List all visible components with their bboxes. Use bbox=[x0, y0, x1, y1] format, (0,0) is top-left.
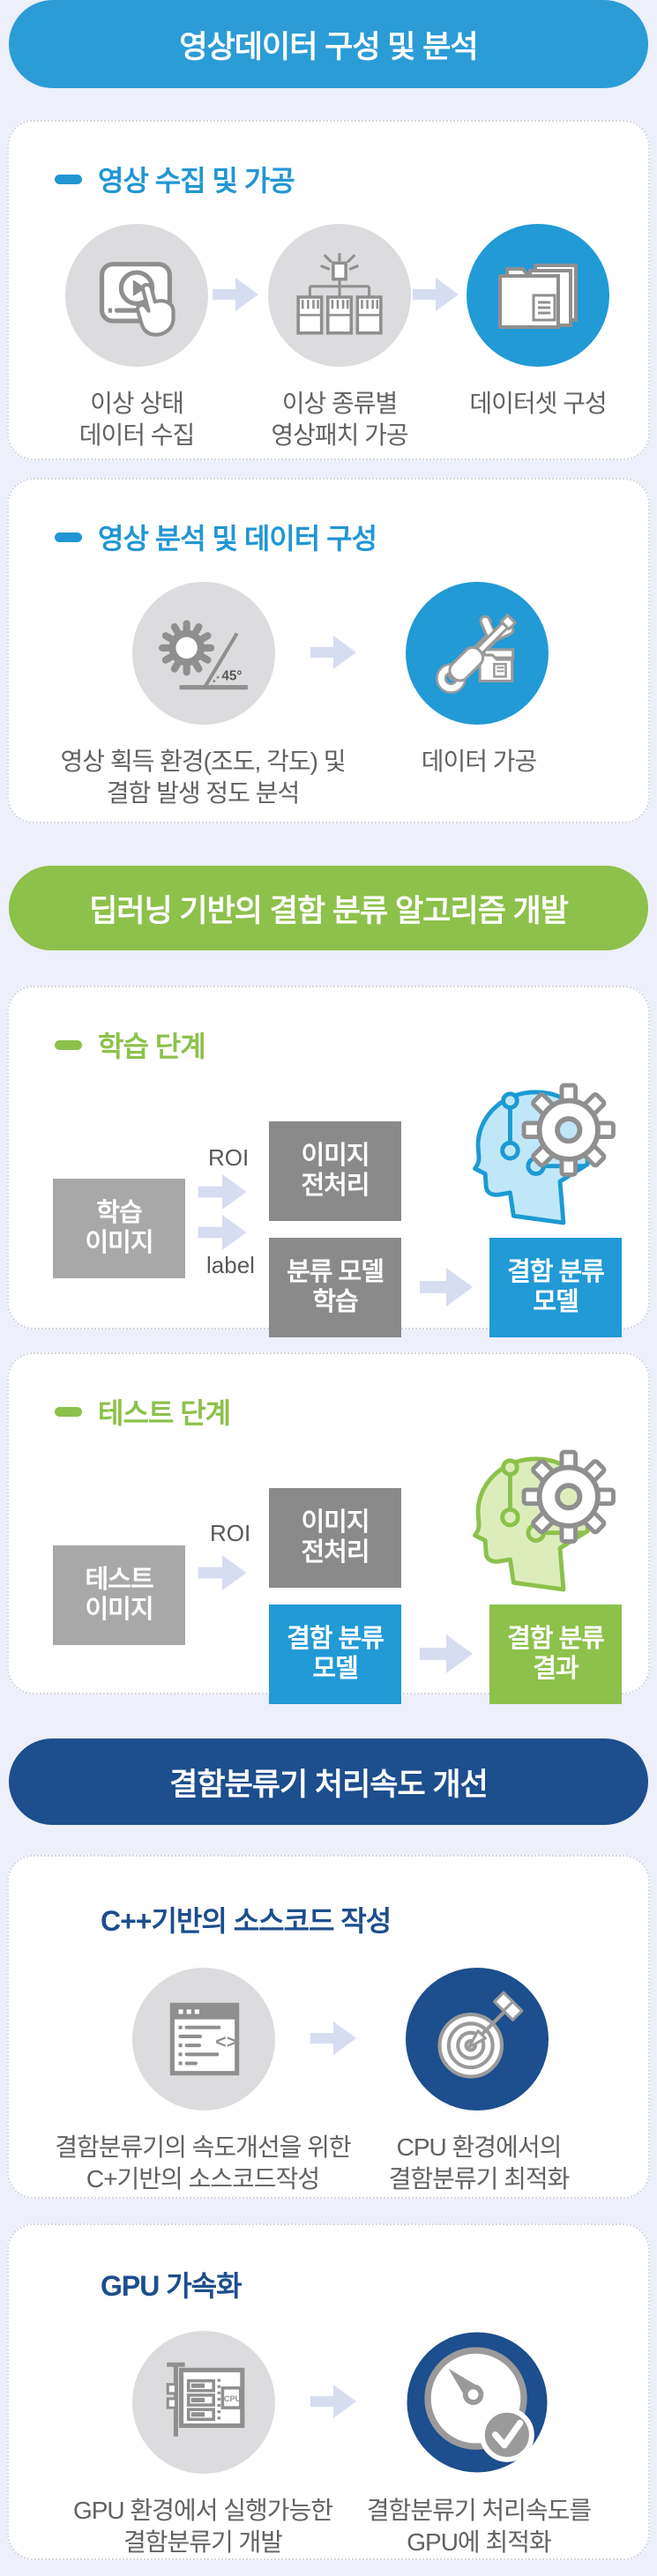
input-image-box: 학습 이미지 bbox=[53, 1179, 185, 1278]
dash-bullet-icon bbox=[55, 1039, 82, 1050]
ai-head-blue-icon bbox=[473, 1083, 616, 1225]
step-label: 이상 종류별 영상패치 가공 bbox=[271, 390, 408, 449]
train-box: 분류 모델 학습 bbox=[269, 1238, 401, 1337]
section3-header-label: 결함분류기 처리속도 개선 bbox=[169, 1767, 489, 1802]
card-title: 영상 수집 및 가공 bbox=[98, 165, 295, 197]
model-box: 결함 분류 모델 bbox=[489, 1238, 622, 1337]
card-title-row: 영상 수집 및 가공 bbox=[9, 122, 648, 199]
step-label: CPU 환경에서의 결함분류기 최적화 bbox=[388, 2133, 571, 2193]
steps-row: <> 결함분류기의 속도개선을 위한 C+기반의 소스코드작성 bbox=[9, 1968, 648, 2206]
arrow-right-icon bbox=[310, 636, 356, 669]
roi-label: ROI bbox=[208, 1144, 250, 1171]
gear-icon bbox=[521, 1083, 616, 1177]
video-touch-icon bbox=[65, 224, 208, 367]
card-gpu-acceleration: GPU 가속화 CPU bbox=[7, 2223, 650, 2560]
card-title: 영상 분석 및 데이터 구성 bbox=[98, 523, 377, 555]
arrow-right-icon bbox=[413, 278, 459, 311]
input-image-box: 테스트 이미지 bbox=[53, 1545, 185, 1645]
dataset-folder-icon bbox=[467, 224, 609, 367]
card-title-row: GPU 가속화 bbox=[9, 2225, 648, 2304]
gpu-card-icon-svg: CPU bbox=[166, 2362, 245, 2437]
card-title-row: C++기반의 소스코드 작성 bbox=[9, 1857, 648, 1939]
step-label: 영상 획득 환경(조도, 각도) 및 결함 발생 정도 분석 bbox=[60, 748, 347, 807]
patch-split-icon-svg bbox=[296, 253, 383, 335]
card-title: 학습 단계 bbox=[98, 1031, 206, 1062]
code-window-icon-svg: <> bbox=[169, 2002, 240, 2076]
patch-split-icon bbox=[268, 224, 411, 367]
card-title: 테스트 단계 bbox=[98, 1397, 231, 1429]
arrow-right-icon bbox=[310, 2021, 356, 2055]
card-test-stage: 테스트 단계 테스트 이미지 ROI 이미지 전처리 결함 분류 모델 결함 분… bbox=[7, 1352, 650, 1704]
card-title-row: 테스트 단계 bbox=[9, 1354, 648, 1432]
preprocess-box: 이미지 전처리 bbox=[269, 1488, 401, 1588]
cpu-chip-label: CPU bbox=[224, 2394, 242, 2403]
steps-row: CPU GPU 환경에서 실행가능한 결함분류기 개발 결함분류기 처리속도를 … bbox=[9, 2331, 648, 2569]
speed-check-icon-svg bbox=[407, 2332, 548, 2473]
ai-head-green-icon bbox=[473, 1449, 616, 1592]
step-label: 결함분류기 처리속도를 GPU에 최적화 bbox=[366, 2497, 592, 2556]
tools-icon-svg bbox=[436, 614, 517, 694]
steps-row: 45° bbox=[9, 582, 648, 820]
section3-header-pill: 결함분류기 처리속도 개선 bbox=[9, 1738, 648, 1825]
section1-header-label: 영상데이터 구성 및 분석 bbox=[179, 29, 478, 64]
card-video-collection: 영상 수집 및 가공 bbox=[7, 120, 650, 460]
section2-header-label: 딥러닝 기반의 결함 분류 알고리즘 개발 bbox=[89, 893, 569, 928]
code-brackets-glyph: <> bbox=[215, 2031, 237, 2052]
preprocess-box: 이미지 전처리 bbox=[269, 1121, 401, 1221]
card-video-analysis: 영상 분석 및 데이터 구성 45° bbox=[7, 478, 650, 823]
arrow-right-icon bbox=[198, 1174, 247, 1210]
speed-check-icon bbox=[406, 2331, 549, 2474]
card-title-row: 영상 분석 및 데이터 구성 bbox=[9, 480, 648, 557]
section1-header-pill: 영상데이터 구성 및 분석 bbox=[9, 0, 648, 88]
gpu-card-icon: CPU bbox=[132, 2331, 275, 2474]
card-title: C++기반의 소스코드 작성 bbox=[101, 1905, 392, 1937]
code-window-icon: <> bbox=[132, 1968, 275, 2111]
model-box: 결함 분류 모델 bbox=[269, 1604, 401, 1704]
angle-value: 45° bbox=[221, 669, 242, 684]
label-label: label bbox=[206, 1252, 255, 1278]
arrow-right-icon bbox=[198, 1215, 247, 1250]
card-cpp-source: C++기반의 소스코드 작성 <> bbox=[7, 1855, 650, 2199]
steps-row: 이상 상태 데이터 수집 이상 종류별 영상패치 가공 데이터셋 구성 bbox=[9, 224, 648, 462]
arrow-right-icon bbox=[213, 278, 258, 311]
dash-bullet-icon bbox=[55, 1406, 82, 1417]
arrow-right-icon bbox=[420, 1634, 473, 1673]
step-label: 이상 상태 데이터 수집 bbox=[78, 390, 196, 449]
sun-angle-icon: 45° bbox=[132, 582, 275, 725]
card-training-stage: 학습 단계 학습 이미지 ROI label 이미지 전처리 분류 모델 학습 … bbox=[7, 986, 650, 1337]
dash-bullet-icon bbox=[55, 532, 82, 542]
step-label: 데이터셋 구성 bbox=[469, 390, 607, 417]
target-icon-svg bbox=[437, 1991, 524, 2079]
sun-angle-icon-svg: 45° bbox=[159, 620, 248, 690]
step-label: 데이터 가공 bbox=[421, 748, 538, 775]
arrow-right-icon bbox=[198, 1555, 247, 1590]
test-flow-diagram: 테스트 이미지 ROI 이미지 전처리 결함 분류 모델 결함 분류 결과 bbox=[9, 1435, 648, 1710]
training-flow-diagram: 학습 이미지 ROI label 이미지 전처리 분류 모델 학습 결함 분류 … bbox=[9, 1068, 648, 1344]
tools-icon bbox=[406, 582, 549, 725]
roi-label: ROI bbox=[210, 1520, 251, 1546]
dataset-folder-icon-svg bbox=[498, 264, 578, 329]
result-box: 결함 분류 결과 bbox=[489, 1604, 622, 1704]
step-label: GPU 환경에서 실행가능한 결함분류기 개발 bbox=[72, 2497, 333, 2556]
step-label: 결함분류기의 속도개선을 위한 C+기반의 소스코드작성 bbox=[55, 2133, 351, 2193]
arrow-right-icon bbox=[310, 2385, 356, 2418]
video-touch-icon-svg bbox=[99, 262, 175, 337]
card-title-row: 학습 단계 bbox=[9, 987, 648, 1065]
target-icon bbox=[406, 1968, 549, 2111]
dash-bullet-icon bbox=[55, 174, 82, 184]
card-title: GPU 가속화 bbox=[101, 2270, 243, 2302]
section2-header-pill: 딥러닝 기반의 결함 분류 알고리즘 개발 bbox=[9, 866, 648, 950]
gear-icon bbox=[521, 1449, 616, 1544]
arrow-right-icon bbox=[420, 1268, 473, 1307]
